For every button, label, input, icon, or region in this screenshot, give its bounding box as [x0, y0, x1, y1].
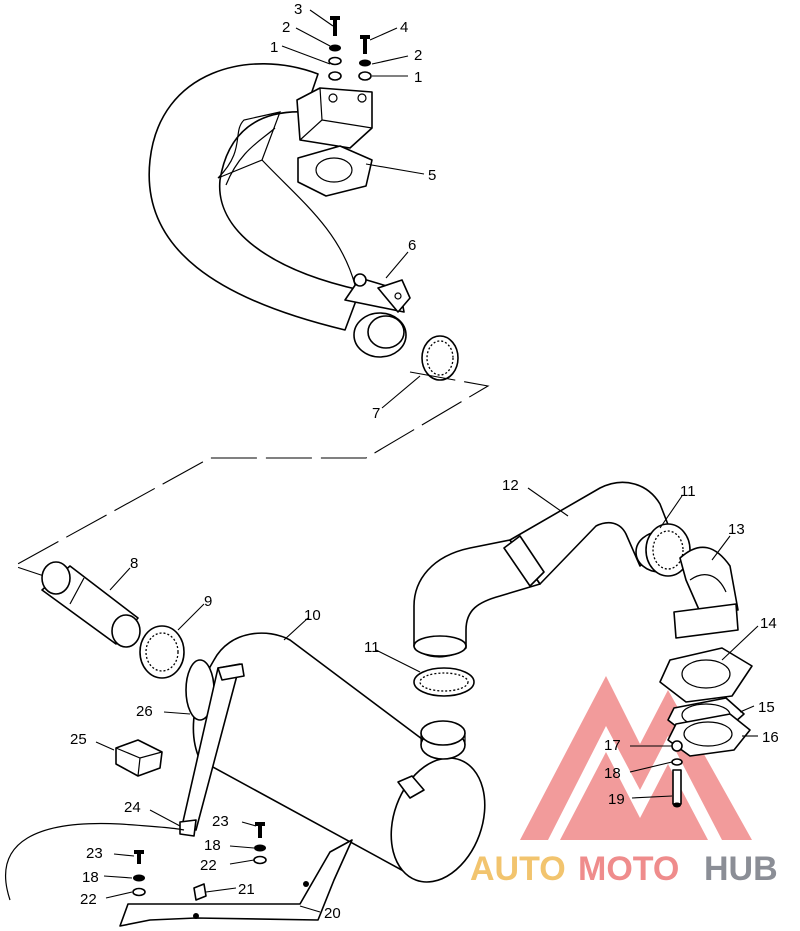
callout-12: 12	[502, 477, 519, 494]
callout-7: 7	[372, 405, 380, 422]
callout-11: 11	[364, 639, 380, 656]
callout-22: 22	[80, 891, 97, 908]
callout-3: 3	[294, 1, 302, 18]
callout-19: 19	[608, 791, 625, 808]
callout-21: 21	[238, 881, 255, 898]
watermark-logo	[520, 676, 752, 840]
top-hardware	[328, 16, 372, 81]
leader-lines	[95, 9, 759, 913]
callout-14: 14	[760, 615, 777, 632]
callout-1: 1	[270, 39, 278, 56]
callout-23: 23	[86, 845, 103, 862]
callout-20: 20	[324, 905, 341, 922]
callout-18: 18	[604, 765, 621, 782]
callout-25: 25	[70, 731, 87, 748]
watermark-word-moto: MOTO	[578, 850, 679, 888]
callout-13: 13	[728, 521, 745, 538]
callout-9: 9	[204, 593, 212, 610]
callout-5: 5	[428, 167, 436, 184]
callout-17: 17	[604, 737, 621, 754]
watermark-word-hub: HUB	[704, 850, 778, 888]
assembly-path-line	[12, 371, 490, 581]
callout-16: 16	[762, 729, 779, 746]
callout-23: 23	[212, 813, 229, 830]
callout-26: 26	[136, 703, 153, 720]
callout-4: 4	[400, 19, 408, 36]
callout-18: 18	[204, 837, 221, 854]
pipe-mount-tab	[377, 279, 411, 313]
callout-22: 22	[200, 857, 217, 874]
callout-numbers: 3 2 1 4 2 1 5 6 7 8 9 10 11 12 11 13 14 …	[70, 1, 779, 922]
exhaust-pipe-8	[41, 561, 141, 648]
lower-hardware	[132, 822, 267, 901]
exhaust-flange-housing	[296, 87, 373, 149]
mounting-bracket	[5, 822, 353, 927]
gasket-16	[667, 713, 751, 757]
callout-6: 6	[408, 237, 416, 254]
callout-1: 1	[414, 69, 422, 86]
muffler	[185, 632, 486, 883]
rubber-pad	[115, 739, 163, 777]
callout-8: 8	[130, 555, 138, 572]
callout-11: 11	[680, 483, 696, 500]
gasket-14	[659, 647, 753, 703]
clamp-9	[139, 625, 185, 679]
flange-gasket	[297, 145, 373, 197]
watermark-word-auto: AUTO	[470, 850, 566, 888]
clamp-11-lower	[413, 667, 475, 697]
callout-24: 24	[124, 799, 141, 816]
strap-hook	[179, 819, 197, 837]
callout-18: 18	[82, 869, 99, 886]
callout-2: 2	[282, 19, 290, 36]
clamp-7	[421, 335, 459, 381]
callout-15: 15	[758, 699, 775, 716]
exhaust-pipe-12	[413, 481, 685, 658]
watermark-text: AUTO MOTO HUB	[470, 850, 778, 888]
callout-10: 10	[304, 607, 321, 624]
exhaust-elbow-13	[673, 546, 739, 639]
callout-2: 2	[414, 47, 422, 64]
